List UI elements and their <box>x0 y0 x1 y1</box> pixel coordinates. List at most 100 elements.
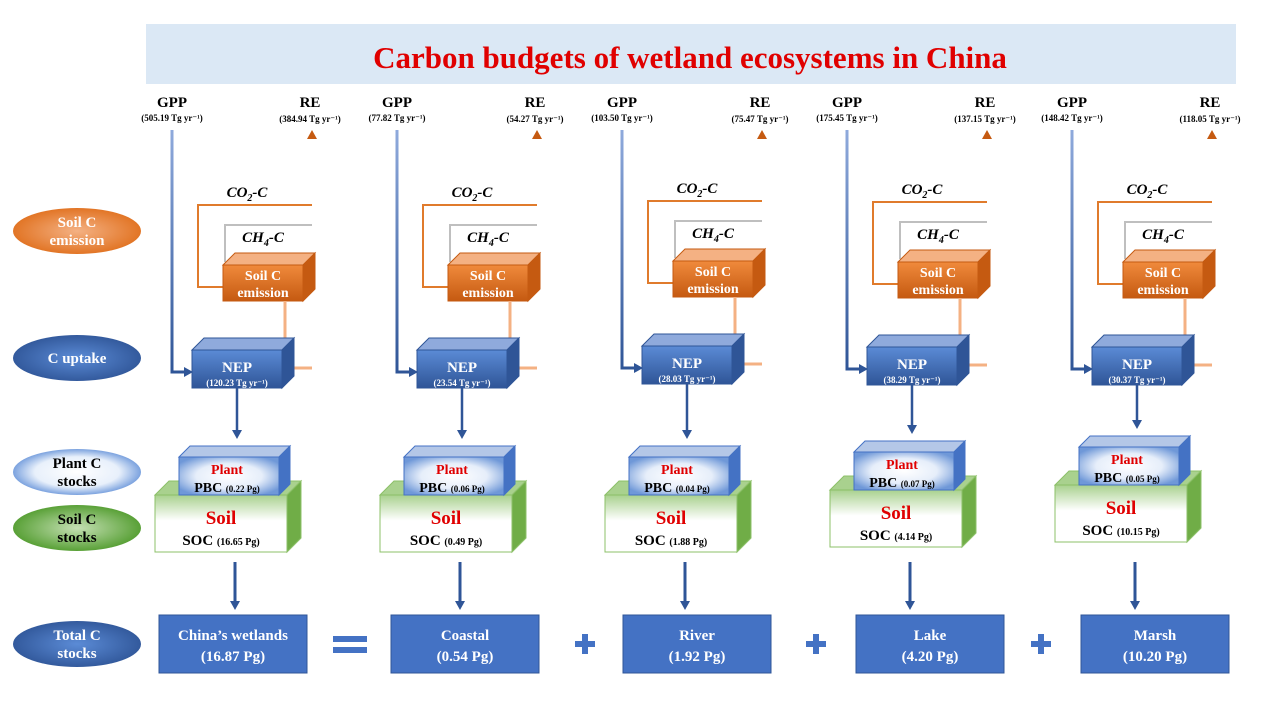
total-name: Coastal <box>441 628 489 644</box>
nep-value: (38.29 Tg yr⁻¹) <box>883 375 940 385</box>
total-value: (4.20 Pg) <box>902 649 959 665</box>
ch4-label: CH4-C <box>1142 227 1185 246</box>
nep-to-stock-arrowhead <box>1132 420 1142 429</box>
soil-label: Soil <box>1106 498 1137 519</box>
soil-stock-box <box>828 474 978 549</box>
plant-stock-box <box>402 444 517 497</box>
legend-label-line2: stocks <box>57 530 96 546</box>
total-value: (1.92 Pg) <box>669 649 726 665</box>
total-box <box>622 614 772 674</box>
co2-label: CO2-C <box>677 181 719 200</box>
nep-label: NEP <box>222 360 252 376</box>
soil-emission-label-line1: Soil C <box>245 269 281 284</box>
nep-to-stock-arrowhead <box>457 430 467 439</box>
co2-label: CO2-C <box>227 185 269 204</box>
re-arrowhead <box>982 130 992 139</box>
legend-ellipse <box>13 208 141 254</box>
legend-label-line1: Soil C <box>58 512 97 528</box>
soil-emission-box <box>221 251 317 303</box>
nep-to-stock-arrowhead <box>907 425 917 434</box>
soil-emission-box <box>446 251 542 303</box>
column-china: GPP(505.19 Tg yr⁻¹)RE(384.94 Tg yr⁻¹)CO2… <box>141 95 341 610</box>
soc-value: (10.15 Pg) <box>1117 527 1160 538</box>
pbc-value: (0.07 Pg) <box>901 479 935 489</box>
stock-to-total-arrowhead <box>680 601 690 610</box>
gpp-label: GPP <box>1057 95 1087 111</box>
nep-value: (28.03 Tg yr⁻¹) <box>658 374 715 384</box>
re-value: (384.94 Tg yr⁻¹) <box>279 114 341 124</box>
nep-label: NEP <box>1122 357 1152 373</box>
total-box-lake: Lake(4.20 Pg) <box>855 614 1005 674</box>
total-box-river: River (1.92 Pg) <box>622 614 772 674</box>
stock-to-total-arrowhead <box>1130 601 1140 610</box>
total-box-marsh: Marsh (10.20 Pg) <box>1080 614 1230 674</box>
legend-label-line2: emission <box>49 233 105 249</box>
nep-label: NEP <box>447 360 477 376</box>
soil-emission-label-line2: emission <box>237 286 289 301</box>
ch4-label: CH4-C <box>467 230 510 249</box>
ch4-label: CH4-C <box>692 226 735 245</box>
stock-to-total-arrowhead <box>455 601 465 610</box>
legend-label-line2: stocks <box>57 474 96 490</box>
plus-sign <box>806 634 826 654</box>
wetland-columns: GPP(505.19 Tg yr⁻¹)RE(384.94 Tg yr⁻¹)CO2… <box>141 95 1241 610</box>
total-name: Marsh <box>1134 628 1177 644</box>
co2-loop-line <box>1097 201 1175 285</box>
legend-label-line1: Total C <box>53 628 100 644</box>
legend-ellipse <box>13 335 141 381</box>
total-name: River <box>679 628 715 644</box>
column-lake: GPP(175.45 Tg yr⁻¹)RE(137.15 Tg yr⁻¹)CO2… <box>816 95 1016 610</box>
column-marsh: GPP(148.42 Tg yr⁻¹)RE(118.05 Tg yr⁻¹)CO2… <box>1041 95 1241 610</box>
pbc-value: (0.04 Pg) <box>676 484 710 494</box>
total-box <box>855 614 1005 674</box>
co2-loop-line <box>872 201 950 285</box>
soc-value: (0.49 Pg) <box>444 537 482 548</box>
gpp-arrowhead <box>859 364 868 374</box>
legend-plant-stocks: Plant C stocks <box>13 449 141 495</box>
pbc-label: PBC (0.04 Pg) <box>644 481 710 496</box>
total-value: (0.54 Pg) <box>437 649 494 665</box>
gpp-value: (148.42 Tg yr⁻¹) <box>1041 113 1103 123</box>
column-river: GPP(103.50 Tg yr⁻¹)RE(75.47 Tg yr⁻¹)CO2-… <box>591 95 789 610</box>
nep-label: NEP <box>897 357 927 373</box>
nep-label: NEP <box>672 356 702 372</box>
gpp-flow-line <box>170 130 187 374</box>
re-label: RE <box>1200 95 1221 111</box>
gpp-arrowhead <box>634 363 643 373</box>
soil-emission-box <box>1121 248 1217 300</box>
legend-label-line1: Plant C <box>53 456 102 472</box>
nep-value: (23.54 Tg yr⁻¹) <box>433 378 490 388</box>
legend-label: C uptake <box>48 351 107 367</box>
soil-emission-label-line2: emission <box>462 286 514 301</box>
pbc-label: PBC (0.22 Pg) <box>194 481 260 496</box>
nep-value: (120.23 Tg yr⁻¹) <box>206 378 268 388</box>
total-value: (10.20 Pg) <box>1123 649 1187 665</box>
re-value: (137.15 Tg yr⁻¹) <box>954 114 1016 124</box>
total-box-china: China’s wetlands(16.87 Pg) <box>158 614 308 674</box>
soil-label: Soil <box>206 508 237 529</box>
pbc-label: PBC (0.05 Pg) <box>1094 471 1160 486</box>
plant-label: Plant <box>1111 453 1143 468</box>
re-value: (75.47 Tg yr⁻¹) <box>731 114 788 124</box>
gpp-value: (77.82 Tg yr⁻¹) <box>368 113 425 123</box>
equals-sign <box>333 636 367 653</box>
pbc-value: (0.05 Pg) <box>1126 474 1160 484</box>
soc-label: SOC (1.88 Pg) <box>635 533 707 549</box>
re-arrowhead <box>532 130 542 139</box>
soil-emission-box <box>671 247 767 299</box>
legend-c-uptake: C uptake <box>13 335 141 381</box>
re-label: RE <box>975 95 996 111</box>
re-value: (118.05 Tg yr⁻¹) <box>1179 114 1240 124</box>
plant-stock-box <box>1077 434 1192 487</box>
soc-value: (1.88 Pg) <box>669 537 707 548</box>
legend-ellipse <box>13 621 141 667</box>
ch4-loop-line <box>1124 221 1212 259</box>
soil-emission-box <box>896 248 992 300</box>
nep-box <box>190 336 296 390</box>
soc-label: SOC (4.14 Pg) <box>860 528 932 544</box>
gpp-flow-line <box>845 130 862 371</box>
re-arrowhead <box>307 130 317 139</box>
co2-loop-line <box>197 204 275 288</box>
